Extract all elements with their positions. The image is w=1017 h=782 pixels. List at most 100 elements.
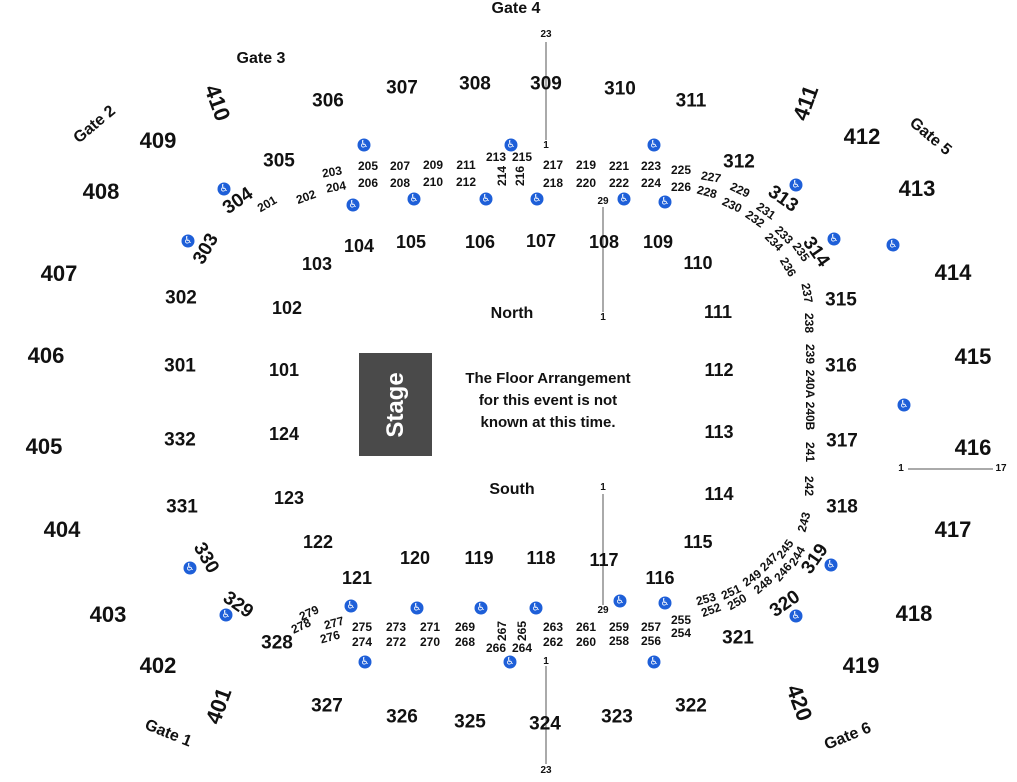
section-119[interactable]: 119 <box>464 548 494 568</box>
section-221[interactable]: 221 <box>608 159 630 173</box>
section-256[interactable]: 256 <box>640 634 662 648</box>
section-302[interactable]: 302 <box>165 287 197 309</box>
section-254[interactable]: 254 <box>670 626 692 640</box>
section-404[interactable]: 404 <box>43 517 81 542</box>
section-120[interactable]: 120 <box>399 548 431 568</box>
section-269[interactable]: 269 <box>454 620 476 634</box>
section-275[interactable]: 275 <box>351 620 373 634</box>
section-111[interactable]: 111 <box>703 302 733 322</box>
section-258[interactable]: 258 <box>608 634 630 648</box>
section-406[interactable]: 406 <box>27 343 65 368</box>
section-113[interactable]: 113 <box>704 422 734 442</box>
section-102[interactable]: 102 <box>271 298 303 318</box>
section-415[interactable]: 415 <box>954 344 992 369</box>
section-260[interactable]: 260 <box>575 635 597 649</box>
section-106[interactable]: 106 <box>464 232 496 252</box>
section-107[interactable]: 107 <box>525 231 557 251</box>
section-259[interactable]: 259 <box>608 620 630 634</box>
section-204[interactable]: 204 <box>324 178 348 196</box>
section-265[interactable]: 265 <box>515 620 529 642</box>
section-223[interactable]: 223 <box>640 159 662 173</box>
section-326[interactable]: 326 <box>386 706 418 728</box>
section-267[interactable]: 267 <box>495 620 509 642</box>
section-240B[interactable]: 240B <box>803 401 817 431</box>
section-210[interactable]: 210 <box>422 175 444 189</box>
section-108[interactable]: 108 <box>588 232 620 252</box>
section-115[interactable]: 115 <box>683 532 713 552</box>
section-213[interactable]: 213 <box>485 150 507 164</box>
section-264[interactable]: 264 <box>511 641 533 655</box>
section-124[interactable]: 124 <box>268 424 300 444</box>
section-262[interactable]: 262 <box>542 635 564 649</box>
section-239[interactable]: 239 <box>803 343 817 365</box>
section-215[interactable]: 215 <box>511 150 533 164</box>
section-121[interactable]: 121 <box>341 568 373 588</box>
section-255[interactable]: 255 <box>670 613 692 627</box>
section-240A[interactable]: 240A <box>803 369 817 399</box>
section-270[interactable]: 270 <box>419 635 441 649</box>
section-322[interactable]: 322 <box>675 695 707 717</box>
section-238[interactable]: 238 <box>802 312 816 334</box>
section-321[interactable]: 321 <box>722 627 754 649</box>
section-332[interactable]: 332 <box>164 429 196 451</box>
section-402[interactable]: 402 <box>139 653 177 678</box>
section-268[interactable]: 268 <box>454 635 476 649</box>
section-419[interactable]: 419 <box>842 653 880 678</box>
section-122[interactable]: 122 <box>302 532 334 552</box>
section-263[interactable]: 263 <box>542 620 564 634</box>
section-101[interactable]: 101 <box>268 360 300 380</box>
section-114[interactable]: 114 <box>704 484 734 504</box>
section-104[interactable]: 104 <box>343 236 375 256</box>
section-328[interactable]: 328 <box>261 632 293 654</box>
section-103[interactable]: 103 <box>301 254 333 274</box>
section-214[interactable]: 214 <box>495 165 509 187</box>
section-418[interactable]: 418 <box>895 601 933 626</box>
section-325[interactable]: 325 <box>454 711 486 733</box>
section-237[interactable]: 237 <box>798 281 816 305</box>
section-317[interactable]: 317 <box>826 430 858 452</box>
section-413[interactable]: 413 <box>898 176 936 201</box>
section-219[interactable]: 219 <box>575 158 597 172</box>
section-212[interactable]: 212 <box>455 175 477 189</box>
section-307[interactable]: 307 <box>386 77 418 99</box>
section-308[interactable]: 308 <box>459 73 491 95</box>
section-310[interactable]: 310 <box>604 78 636 100</box>
section-116[interactable]: 116 <box>645 568 675 588</box>
section-225[interactable]: 225 <box>670 163 692 177</box>
section-207[interactable]: 207 <box>389 159 411 173</box>
section-242[interactable]: 242 <box>802 475 816 497</box>
section-224[interactable]: 224 <box>640 176 662 190</box>
section-241[interactable]: 241 <box>803 441 817 463</box>
section-227[interactable]: 227 <box>699 168 723 186</box>
section-118[interactable]: 118 <box>526 548 556 568</box>
section-412[interactable]: 412 <box>843 124 881 149</box>
section-306[interactable]: 306 <box>312 90 344 112</box>
section-405[interactable]: 405 <box>25 434 63 459</box>
section-407[interactable]: 407 <box>40 261 78 286</box>
section-218[interactable]: 218 <box>542 176 564 190</box>
section-266[interactable]: 266 <box>485 641 507 655</box>
section-257[interactable]: 257 <box>640 620 662 634</box>
section-217[interactable]: 217 <box>542 158 564 172</box>
section-206[interactable]: 206 <box>357 176 379 190</box>
section-271[interactable]: 271 <box>419 620 441 634</box>
section-216[interactable]: 216 <box>513 165 527 187</box>
section-272[interactable]: 272 <box>385 635 407 649</box>
section-105[interactable]: 105 <box>395 232 427 252</box>
section-408[interactable]: 408 <box>82 179 120 204</box>
section-309[interactable]: 309 <box>530 73 562 95</box>
section-311[interactable]: 311 <box>675 90 707 112</box>
section-220[interactable]: 220 <box>575 176 597 190</box>
section-323[interactable]: 323 <box>601 706 633 728</box>
section-211[interactable]: 211 <box>456 158 476 172</box>
section-123[interactable]: 123 <box>273 488 305 508</box>
section-203[interactable]: 203 <box>320 163 344 181</box>
section-109[interactable]: 109 <box>642 232 674 252</box>
section-324[interactable]: 324 <box>529 713 561 735</box>
section-261[interactable]: 261 <box>575 620 597 634</box>
section-226[interactable]: 226 <box>670 180 692 194</box>
section-327[interactable]: 327 <box>311 695 343 717</box>
section-301[interactable]: 301 <box>164 355 196 377</box>
section-112[interactable]: 112 <box>704 360 734 380</box>
section-315[interactable]: 315 <box>825 289 857 311</box>
